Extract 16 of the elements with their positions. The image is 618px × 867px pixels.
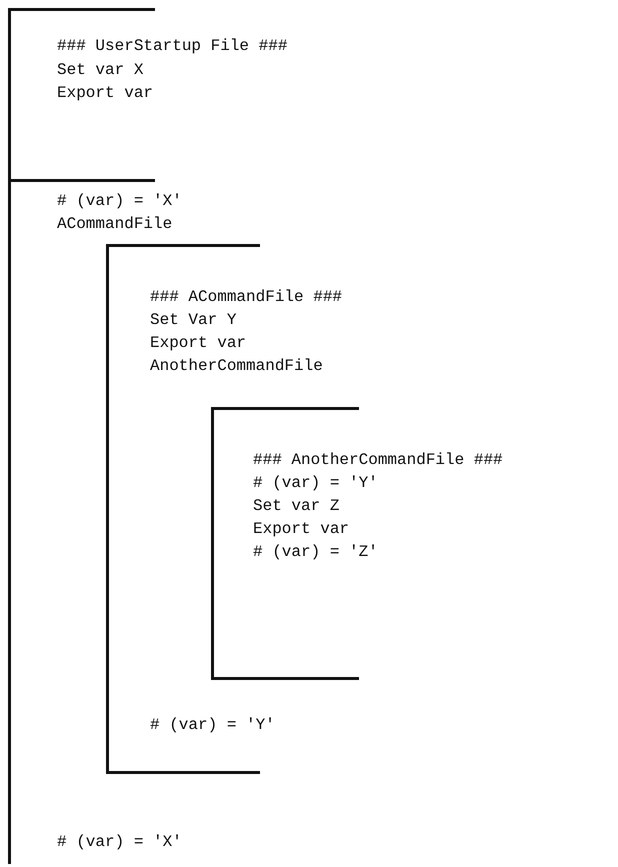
code-line: # (var) = 'Z' — [253, 542, 378, 562]
code-line: # (var) = 'X' — [57, 191, 182, 211]
code-line: Set Var Y — [150, 310, 236, 330]
code-line: Export var — [253, 519, 350, 539]
code-line: ### ACommandFile ### — [150, 287, 342, 307]
code-line: Export var — [150, 333, 246, 353]
code-line: Export var — [57, 83, 154, 103]
code-line: ### UserStartup File ### — [57, 36, 288, 56]
code-line: ACommandFile — [57, 214, 172, 234]
code-line: ### AnotherCommandFile ### — [253, 450, 503, 470]
code-line: AnotherCommandFile — [150, 356, 323, 376]
code-line: # (var) = 'X' — [57, 832, 182, 852]
code-line: Set var X — [57, 60, 144, 80]
code-line: # (var) = 'Y' — [253, 473, 378, 493]
code-line: # (var) = 'Y' — [150, 715, 275, 735]
code-line: Set var Z — [253, 496, 340, 516]
